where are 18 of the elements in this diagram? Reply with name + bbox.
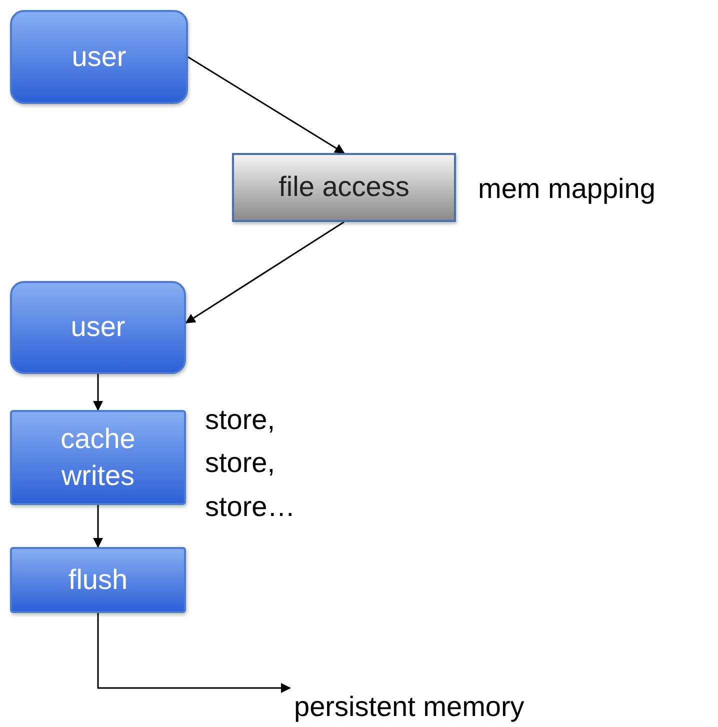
arrow bbox=[93, 374, 103, 411]
box-label: user bbox=[70, 40, 128, 74]
process-box bbox=[10, 547, 186, 613]
side-note: store, store, store… bbox=[205, 403, 296, 524]
process-box bbox=[10, 10, 188, 104]
box-label: persistent memory bbox=[293, 690, 526, 724]
process-box bbox=[10, 410, 186, 505]
side-note: mem mapping bbox=[478, 172, 656, 206]
box-label: cache writes bbox=[60, 422, 136, 492]
arrow bbox=[185, 221, 344, 324]
process-box bbox=[10, 281, 186, 374]
process-box bbox=[232, 153, 456, 222]
arrow bbox=[93, 505, 103, 548]
box-label: flush bbox=[67, 562, 129, 597]
arrow bbox=[97, 613, 291, 693]
arrow bbox=[188, 56, 345, 154]
box-label: user bbox=[70, 310, 126, 344]
box-label: file access bbox=[278, 170, 410, 204]
